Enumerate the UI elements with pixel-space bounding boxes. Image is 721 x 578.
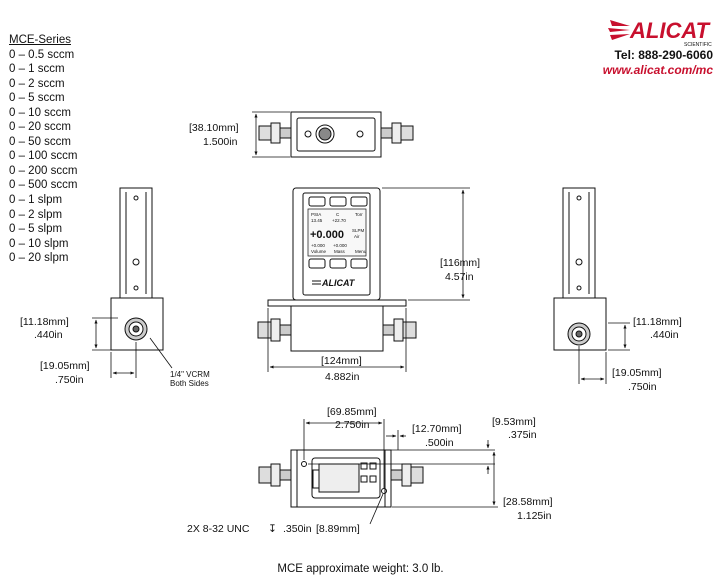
range-item: 0 – 50 sccm — [9, 135, 71, 148]
range-item: 0 – 1 slpm — [9, 194, 63, 207]
dim-label-in: 4.882in — [325, 371, 360, 383]
lcd-value: 13.45 — [311, 218, 323, 223]
dim-label-mm: [38.10mm] — [189, 122, 239, 134]
range-item: 0 – 10 sccm — [9, 106, 71, 119]
dim-label-in: .440in — [34, 329, 63, 341]
lcd-label: PSIA — [311, 212, 321, 217]
range-item: 0 – 20 slpm — [9, 252, 69, 265]
dim-label-mm: [69.85mm] — [327, 406, 377, 418]
dim-label-in: .750in — [628, 381, 657, 393]
lcd-label: Menu — [355, 249, 367, 254]
dim-right-offset: [11.18mm] .440in — [608, 316, 682, 351]
series-title: MCE-Series — [9, 34, 71, 46]
dim-label-in: .440in — [650, 329, 679, 341]
fitting-label: Both Sides — [170, 379, 209, 388]
thread-note: 2X 8-32 UNC — [187, 523, 250, 535]
dim-label-mm: [11.18mm] — [20, 316, 69, 328]
dim-label-mm: [124mm] — [321, 355, 362, 367]
lcd-value: +22.70 — [332, 218, 346, 223]
logo-text: ALICAT — [629, 18, 711, 43]
dim-label-mm: [116mm] — [440, 257, 480, 269]
thread-callout: 2X 8-32 UNC ↧ .350in [8.89mm] — [187, 493, 384, 535]
dim-label-mm: [19.05mm] — [40, 360, 90, 372]
bottom-view — [258, 449, 424, 508]
range-item: 0 – 100 sccm — [9, 150, 78, 163]
lcd-value: +0.000 — [311, 243, 325, 248]
fitting-callout: 1/4" VCRM Both Sides — [149, 337, 210, 388]
left-side-view — [110, 187, 164, 351]
lcd-label: Mass — [334, 249, 346, 254]
dim-front-height: [116mm] 4.57in — [382, 187, 480, 301]
range-item: 0 – 500 sccm — [9, 179, 78, 192]
dim-left-offset: [11.18mm] .440in — [20, 316, 118, 351]
dim-hole-top: [9.53mm] .375in — [308, 416, 537, 474]
lcd-unit: SLPM — [352, 228, 365, 233]
dim-base-depth: [28.58mm] 1.125in — [392, 451, 553, 522]
range-item: 0 – 200 sccm — [9, 164, 78, 177]
range-item: 0 – 5 sccm — [9, 92, 65, 105]
dim-label-in: .350in — [283, 523, 312, 535]
lcd-main-value: +0.000 — [310, 229, 344, 241]
lcd-display: PSIA C Torr 13.45 +22.70 +0.000 SLPM Air… — [310, 212, 367, 288]
lcd-label: Torr — [355, 212, 363, 217]
alicat-logo[interactable]: ALICAT SCIENTIFIC — [606, 14, 716, 48]
dim-label-in: 4.57in — [445, 271, 474, 283]
right-side-view — [553, 187, 607, 351]
range-item: 0 – 20 sccm — [9, 121, 71, 134]
depth-symbol-icon: ↧ — [268, 523, 277, 535]
dim-label-in: .375in — [508, 429, 537, 441]
range-item: 0 – 2 sccm — [9, 77, 65, 90]
dim-label-mm: [12.70mm] — [412, 423, 462, 435]
dim-front-length: [124mm] 4.882in — [267, 308, 407, 383]
top-view — [258, 111, 414, 158]
lcd-gas: Air — [354, 234, 360, 239]
dim-label-in: 1.500in — [203, 136, 238, 148]
dim-label-mm: [28.58mm] — [503, 496, 553, 508]
range-list: MCE-Series 0 – 0.5 sccm 0 – 1 sccm 0 – 2… — [9, 33, 77, 266]
front-logo: ALICAT — [321, 278, 356, 288]
range-item: 0 – 5 slpm — [9, 223, 63, 236]
dim-hole-spacing: [69.85mm] 2.750in — [303, 406, 385, 488]
weight-note: MCE approximate weight: 3.0 lb. — [277, 563, 444, 575]
front-view — [257, 187, 417, 352]
dim-hole-edge: [12.70mm] .500in — [386, 423, 462, 450]
dim-label-in: 1.125in — [517, 510, 552, 522]
dim-right-width: [19.05mm] .750in — [578, 346, 662, 393]
range-item: 0 – 10 slpm — [9, 237, 69, 250]
dim-label-mm: [19.05mm] — [612, 367, 662, 379]
dim-label-in: .750in — [55, 374, 84, 386]
logo-subtext: SCIENTIFIC — [684, 42, 712, 48]
website-link[interactable]: www.alicat.com/mc — [602, 63, 713, 77]
range-item: 0 – 2 slpm — [9, 208, 63, 221]
dim-label-mm: [9.53mm] — [492, 416, 536, 428]
range-item: 0 – 1 sccm — [9, 63, 65, 76]
dim-label-mm: [8.89mm] — [316, 523, 360, 535]
lcd-label: C — [336, 212, 340, 217]
phone-number: Tel: 888-290-6060 — [614, 48, 713, 62]
range-item: 0 – 0.5 sccm — [9, 48, 75, 61]
dim-label-mm: [11.18mm] — [633, 316, 682, 328]
lcd-value: +0.000 — [333, 243, 347, 248]
lcd-label: Volume — [311, 249, 327, 254]
fitting-label: 1/4" VCRM — [170, 370, 210, 379]
dim-label-in: 2.750in — [335, 419, 370, 431]
dim-label-in: .500in — [425, 437, 454, 449]
dim-top-height: [38.10mm] 1.500in — [189, 111, 290, 158]
dim-left-width: [19.05mm] .750in — [40, 342, 137, 386]
